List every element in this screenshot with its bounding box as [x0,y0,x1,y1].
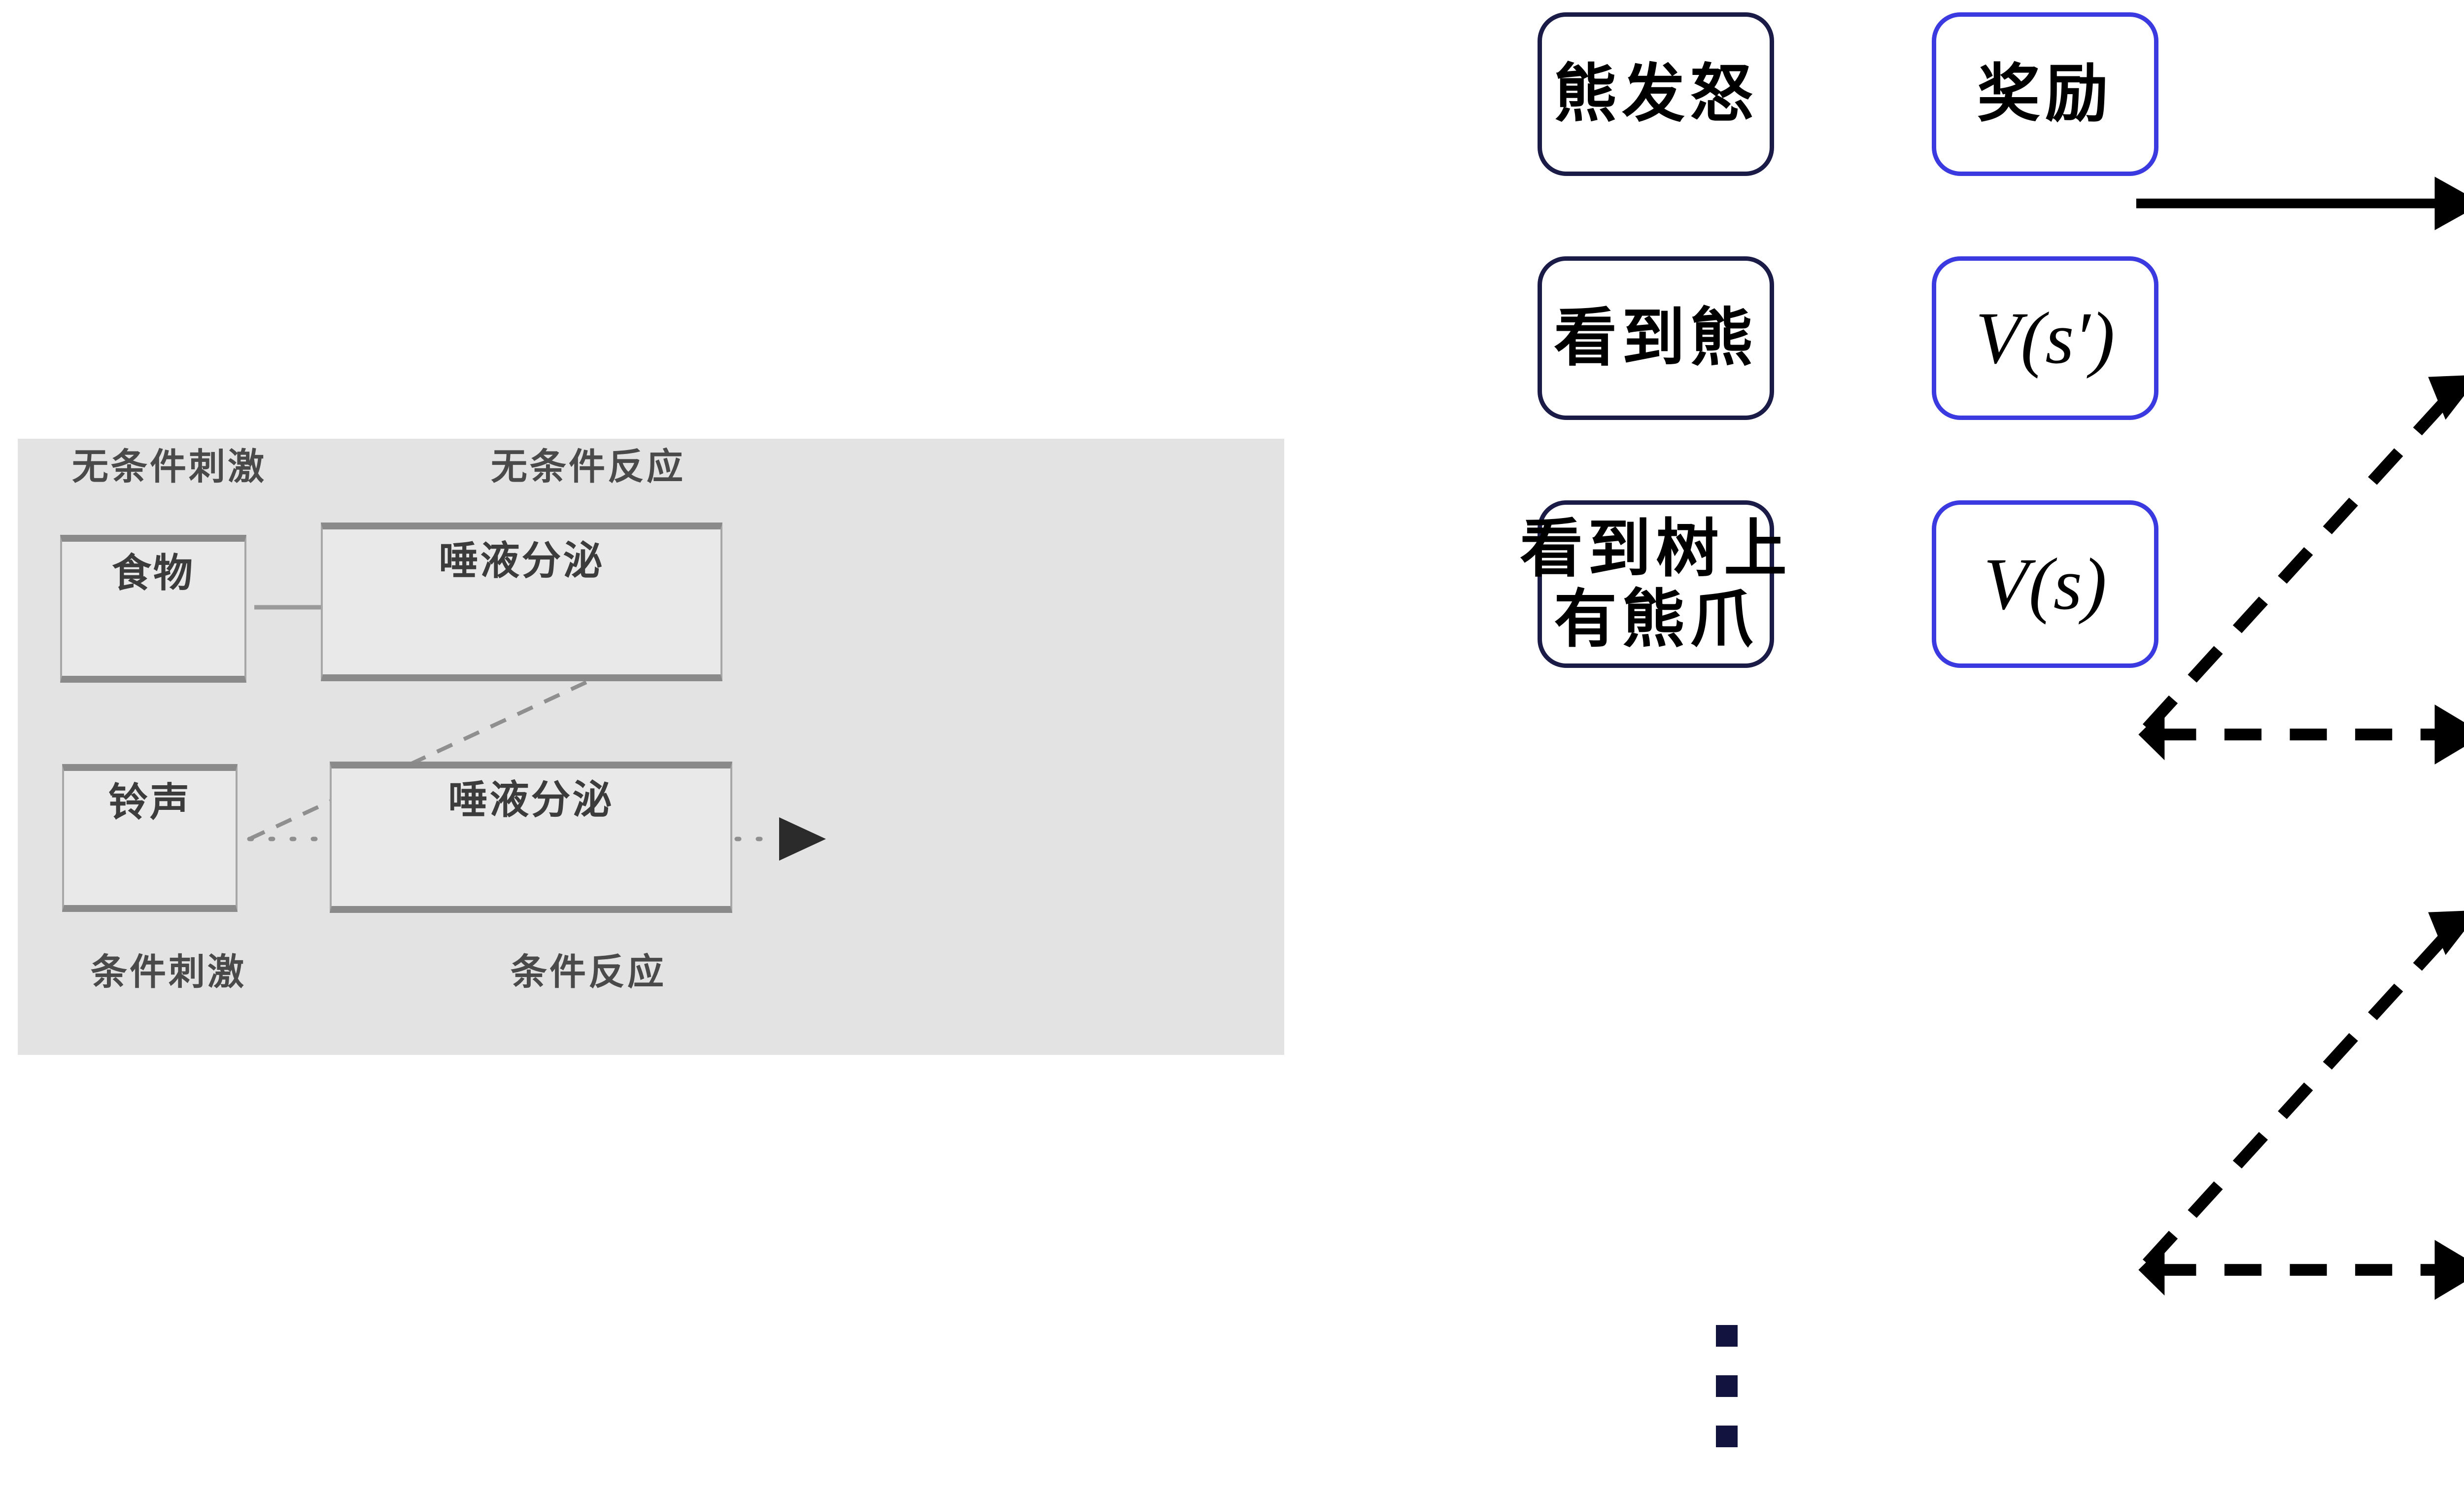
label-conditioned-response: 条件反应 [511,951,666,992]
box-value-state-label: V(s) [1984,543,2107,625]
pavlov-box-bell: 铃声 [62,764,238,912]
arrowhead-bear-angry-to-reward [2434,176,2464,231]
pavlov-box-salivation-conditioned: 唾液分泌 [330,762,732,913]
arrowhead-paw-to-vsprime [2428,910,2464,955]
pavlov-box-salivation-unconditioned-label: 唾液分泌 [439,539,605,583]
arrow-paw-to-vsprime [2142,930,2453,1268]
box-bear-angry-label: 熊发怒 [1553,59,1758,130]
ellipsis-dot [1716,1426,1738,1447]
arrowhead-paw-to-vs-left [2138,1244,2165,1296]
label-unconditioned-stimulus: 无条件刺激 [72,446,267,487]
arrow-bell-to-uncond-salivation [248,654,645,841]
pavlov-box-salivation-conditioned-label: 唾液分泌 [448,778,614,822]
pavlov-box-food: 食物 [60,535,246,683]
pavlov-box-salivation-unconditioned: 唾液分泌 [321,523,722,681]
arrowhead-bell-to-cond-salivation [779,817,826,861]
pavlov-conditioning-panel: 无条件刺激 无条件反应 条件刺激 条件反应 食物 铃声 唾液分泌 唾液分泌 [18,439,1284,1055]
ellipsis-left-column [1716,1325,1738,1447]
box-see-paw-in-tree-label: 看到树上 有熊爪 [1520,514,1792,655]
box-value-next-state-label: V(s′) [1975,297,2115,379]
label-unconditioned-response: 无条件反应 [491,446,685,487]
td-learning-panel: 熊发怒 看到熊 看到树上 有熊爪 奖励 V(s′) V(s) [1478,0,2464,1499]
arrowhead-paw-to-vs-right [2434,1240,2464,1300]
pavlov-box-bell-label: 铃声 [108,780,191,824]
arrowhead-see-bear-to-reward [2428,375,2464,420]
pavlov-box-food-label: 食物 [112,551,195,595]
arrowhead-see-bear-to-vsprime-right [2434,704,2464,765]
box-reward-label: 奖励 [1977,59,2113,130]
ellipsis-dot [1716,1375,1738,1397]
box-reward: 奖励 [1932,12,2158,176]
box-bear-angry: 熊发怒 [1538,12,1774,176]
arrowhead-see-bear-to-vsprime-left [2138,708,2165,761]
td-arrows [2136,176,2464,1300]
box-see-paw-in-tree-line2: 有熊爪 [1554,584,1758,655]
box-value-state: V(s) [1932,500,2158,668]
arrow-see-bear-to-reward [2142,394,2453,732]
box-see-paw-in-tree: 看到树上 有熊爪 [1520,500,1787,668]
box-value-next-state: V(s′) [1932,256,2158,420]
box-see-bear-label: 看到熊 [1553,303,1758,374]
ellipsis-dot [1716,1325,1738,1347]
box-see-paw-in-tree-line1: 看到树上 [1520,513,1792,584]
box-see-bear: 看到熊 [1538,256,1774,420]
label-conditioned-stimulus: 条件刺激 [91,951,246,992]
